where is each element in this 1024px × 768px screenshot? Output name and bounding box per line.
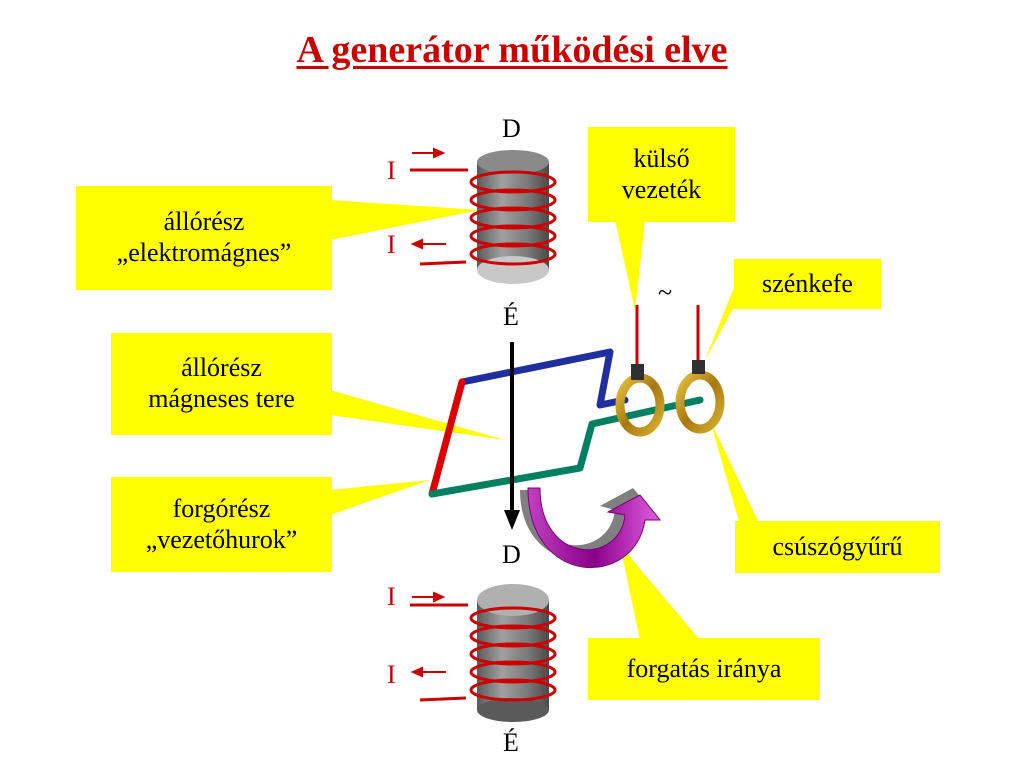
current-label-top-lower: I (387, 230, 396, 259)
callout-carbon-brush-line1: szénkefe (762, 268, 853, 298)
top-electromagnet (410, 147, 557, 284)
callout-slip-ring: csúszógyűrű (735, 521, 940, 573)
callout-rotation-direction-line1: forgatás iránya (626, 653, 782, 683)
pointer-carbon-brush (705, 285, 735, 360)
bottom-current-arrows (410, 591, 446, 678)
current-label-bottom-lower: I (387, 660, 396, 689)
pointer-stator-field (330, 390, 505, 440)
pole-label-bottom-north: D (502, 540, 521, 569)
current-label-bottom-upper: I (387, 582, 396, 611)
pointer-external-wire (615, 220, 645, 310)
callout-carbon-brush: szénkefe (734, 259, 881, 309)
callout-rotor-loop-line1: forgórész (172, 493, 271, 523)
pole-label-top-north: D (502, 114, 521, 143)
callout-external-wire-line2: vezeték (621, 174, 702, 204)
top-current-arrows (410, 147, 446, 250)
top-coil (410, 168, 557, 266)
bottom-coil (410, 603, 557, 702)
callout-rotation-direction: forgatás iránya (588, 638, 820, 700)
loop-bottom-segment (428, 396, 704, 498)
pole-label-bottom-south: É (503, 728, 519, 757)
callout-slip-ring-line1: csúszógyűrű (772, 531, 903, 561)
callout-external-wire-line1: külső (633, 143, 690, 173)
loop-top-segment (458, 348, 629, 409)
page-title: A generátor működési elve (296, 29, 728, 71)
callout-stator-electromagnet: állórész„elektromágnes” (76, 186, 332, 290)
pole-label-top-south: É (503, 302, 519, 331)
rotor-loop (428, 348, 704, 498)
bottom-electromagnet (410, 584, 557, 722)
rotation-arrow (520, 487, 662, 568)
pointer-rotor-loop (330, 480, 430, 515)
ac-symbol: ~ (658, 278, 673, 307)
callout-rotor-loop: forgórész„vezetőhurok” (111, 477, 332, 572)
loop-left-segment (428, 378, 466, 498)
callout-rotor-loop-line2: „vezetőhurok” (145, 524, 298, 554)
callout-stator-electromagnet-line2: „elektromágnes” (116, 238, 292, 267)
current-label-top-upper: I (387, 156, 396, 185)
callout-stator-field-line2: mágneses tere (148, 384, 295, 413)
pointer-stator-electromagnet (330, 200, 480, 240)
callout-stator-electromagnet-line1: állórész (163, 207, 245, 237)
pointer-slip-ring (710, 420, 760, 525)
pointer-rotation (620, 545, 700, 640)
carbon-brushes (631, 305, 705, 380)
callout-stator-field-line1: állórész (181, 353, 262, 383)
magnetic-field-arrow (504, 342, 520, 530)
